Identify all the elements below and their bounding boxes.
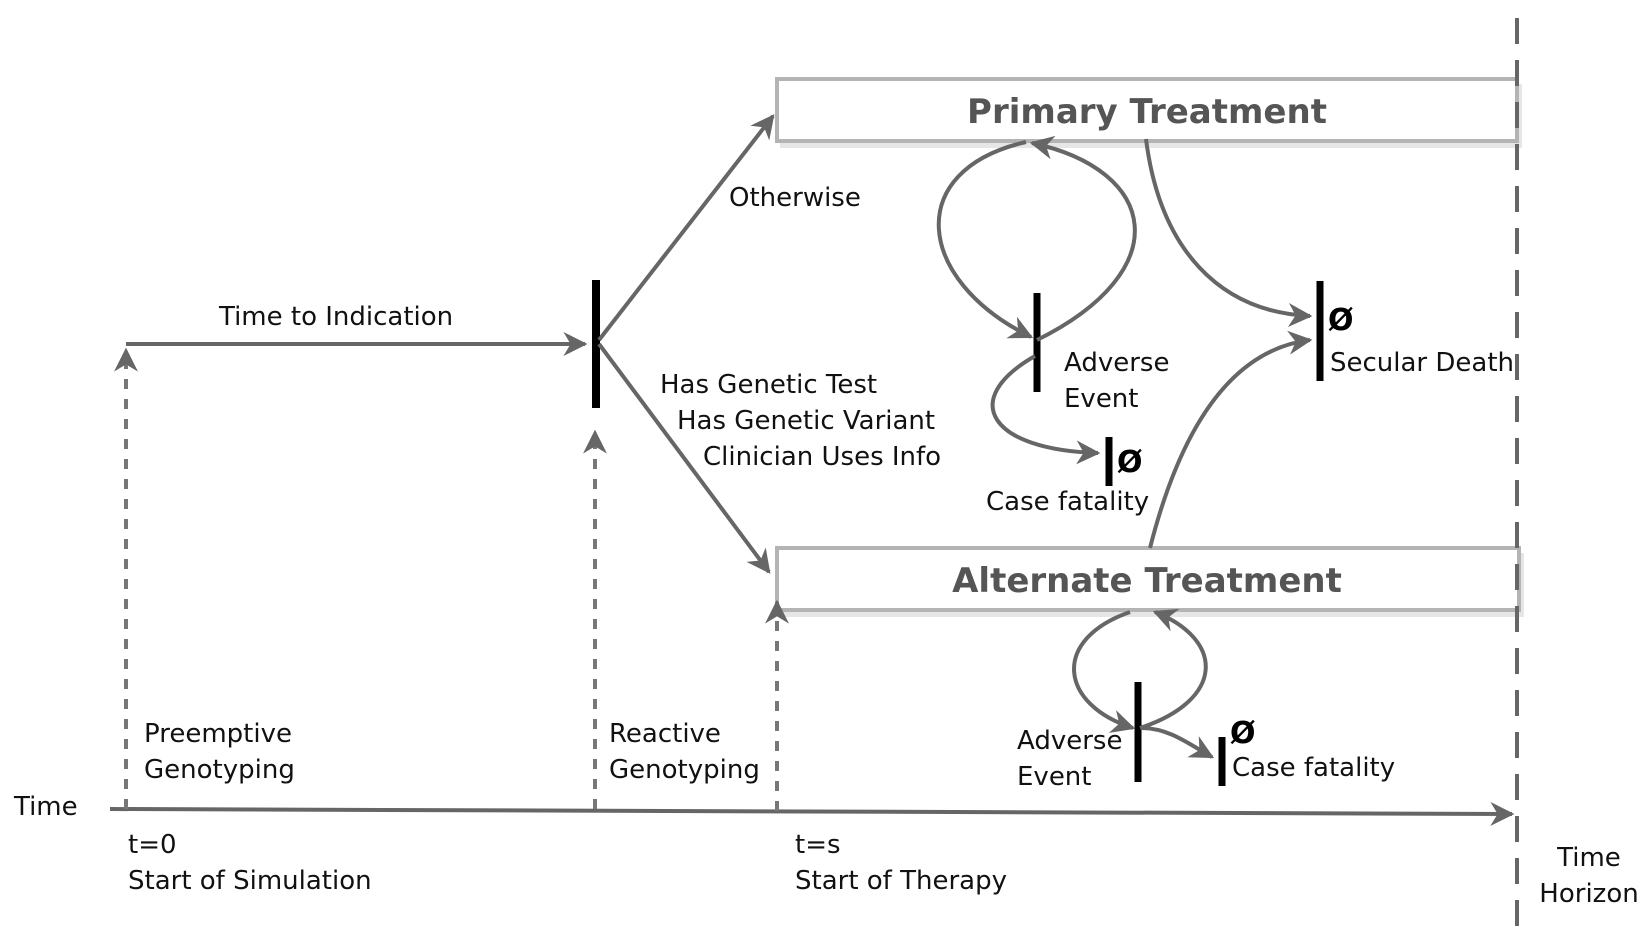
- time-horizon-label-line1: Time: [1556, 843, 1621, 873]
- secular-death-symbol: Ø: [1328, 303, 1354, 338]
- alternate-adverse-label-line1: Adverse: [1017, 726, 1122, 756]
- primary-to-secular-death-arrow: [1144, 138, 1313, 328]
- time-horizon-label-line2: Horizon: [1539, 879, 1638, 909]
- reactive-genotyping-line1: Reactive: [609, 719, 721, 749]
- otherwise-arrow: [597, 114, 775, 342]
- otherwise-label: Otherwise: [729, 183, 861, 213]
- primary-to-adverse-arrow: [936, 140, 1034, 339]
- primary-treatment-title: Primary Treatment: [967, 92, 1327, 132]
- alternate-adverse-to-case-fatality-arrow: [1140, 726, 1215, 759]
- genetic-variant-arrow: [597, 342, 771, 574]
- primary-case-fatality-label: Case fatality: [986, 487, 1149, 517]
- alternate-case-fatality-symbol: Ø: [1230, 716, 1256, 751]
- start-of-therapy-label: Start of Therapy: [795, 866, 1007, 896]
- primary-adverse-label-line2: Event: [1064, 384, 1138, 414]
- time-axis-arrow: [109, 801, 1515, 826]
- has-genetic-variant-label: Has Genetic Variant: [677, 406, 935, 436]
- adverse-to-primary-arrow: [1029, 135, 1137, 342]
- alternate-to-secular-death-arrow: [1148, 330, 1313, 549]
- primary-treatment-box: Primary Treatment: [775, 77, 1522, 148]
- primary-adverse-label-line1: Adverse: [1064, 348, 1169, 378]
- time-axis-label: Time: [13, 792, 78, 822]
- preemptive-genotyping-line1: Preemptive: [144, 719, 292, 749]
- adverse-to-alternate-arrow: [1139, 608, 1208, 730]
- alternate-to-adverse-arrow: [1072, 610, 1136, 733]
- secular-death-label: Secular Death: [1330, 348, 1514, 378]
- alternate-adverse-label-line2: Event: [1017, 762, 1091, 792]
- alternate-treatment-box: Alternate Treatment: [775, 546, 1524, 617]
- alternate-case-fatality-label: Case fatality: [1232, 753, 1395, 783]
- ts-label: t=s: [795, 830, 841, 860]
- time-to-indication-label: Time to Indication: [218, 302, 453, 332]
- start-of-simulation-label: Start of Simulation: [128, 866, 372, 896]
- t0-label: t=0: [128, 830, 177, 860]
- has-genetic-test-label: Has Genetic Test: [660, 370, 877, 400]
- clinician-uses-info-label: Clinician Uses Info: [703, 442, 941, 472]
- adverse-to-case-fatality-arrow: [990, 354, 1101, 465]
- reactive-genotyping-line2: Genotyping: [609, 755, 760, 785]
- preemptive-genotyping-line2: Genotyping: [144, 755, 295, 785]
- alternate-treatment-title: Alternate Treatment: [952, 561, 1342, 601]
- primary-case-fatality-symbol: Ø: [1117, 445, 1143, 480]
